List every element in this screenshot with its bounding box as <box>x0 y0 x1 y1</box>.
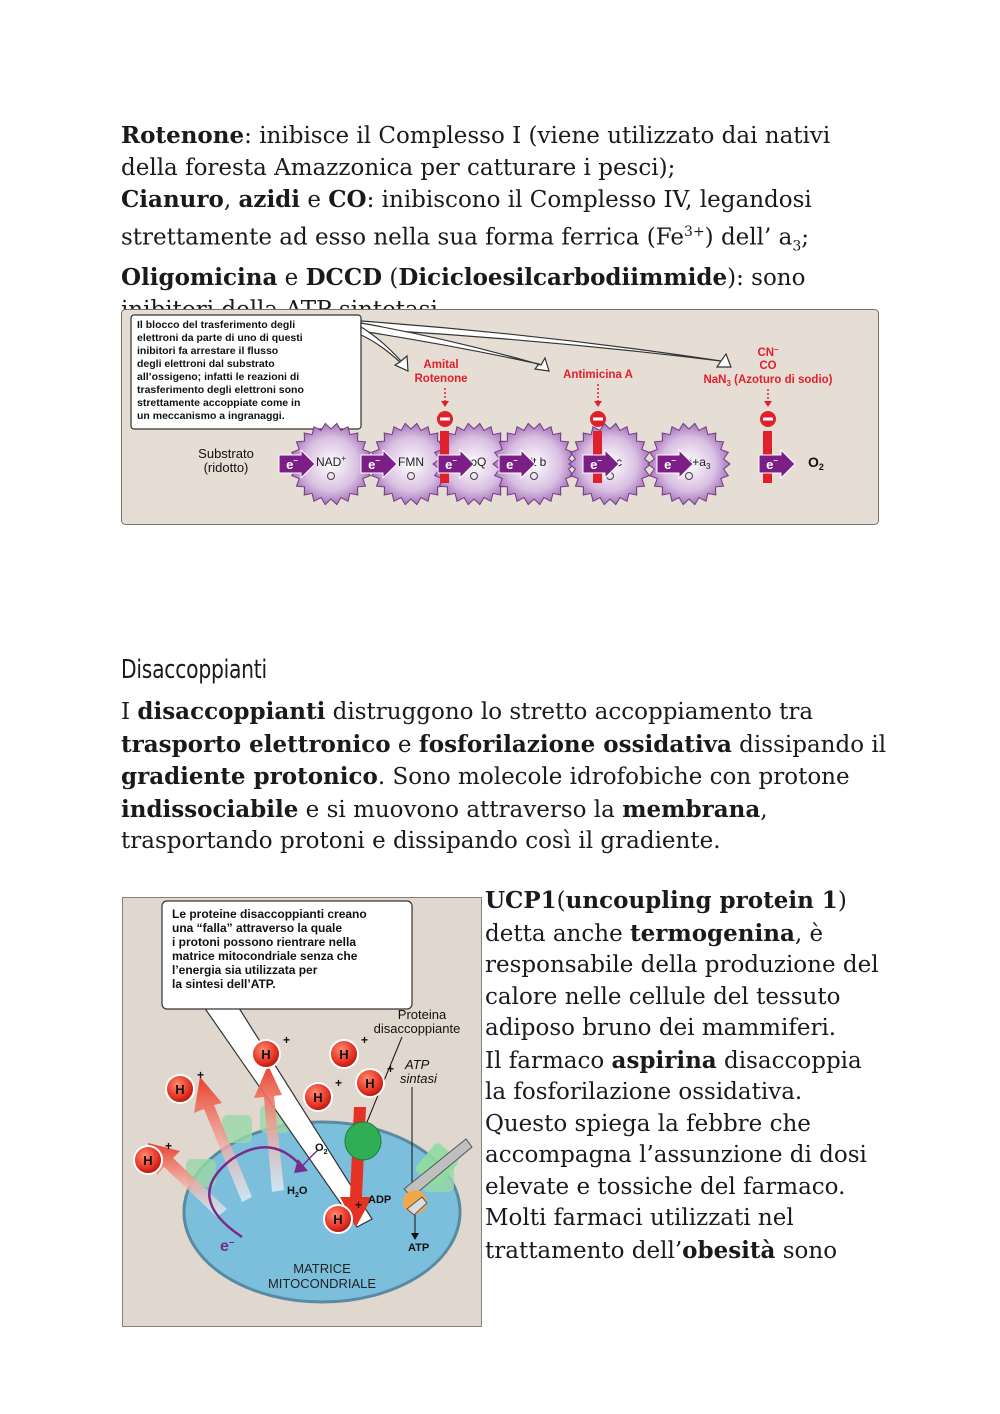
inhibitor-sodium-azide: NaN3 (Azoturo di sodio) <box>703 374 832 388</box>
callout2-line-4: matrice mitocondriale senza che <box>172 949 358 963</box>
gear-label-1: NAD+ <box>316 454 346 469</box>
svg-text:e–: e– <box>766 456 778 472</box>
callout-box-2: Le proteine disaccoppianti creano una “f… <box>161 900 413 1228</box>
svg-text:e–: e– <box>664 456 676 472</box>
h2o-label: H2O <box>287 1185 308 1199</box>
proton-1: H+ <box>165 1068 204 1104</box>
electron-arrow-3: e– <box>437 448 475 480</box>
svg-text:e–: e– <box>506 456 518 472</box>
svg-text:e–: e– <box>590 456 602 472</box>
electron-transport-gears-figure: Il blocco del trasferimento degli elettr… <box>121 309 879 525</box>
callout-box: Il blocco del trasferimento degli elettr… <box>130 314 732 430</box>
callout-line-7: strettamente accoppiate come in <box>137 397 300 409</box>
proton-group: H+H+H+H+H+H+H+ <box>133 1033 394 1234</box>
oxygen-label: O2 <box>808 454 824 472</box>
minus-markers <box>437 411 776 427</box>
atp-synthase-label-2: sintasi <box>400 1071 438 1086</box>
electron-arrow-1: e– <box>278 448 316 480</box>
matrix-label-1: MATRICE <box>293 1261 351 1276</box>
proton-5: H+ <box>303 1076 342 1112</box>
svg-text:e–: e– <box>445 456 457 472</box>
electron-arrow-5: e– <box>582 448 620 480</box>
svg-text:H: H <box>333 1212 342 1227</box>
svg-text:e–: e– <box>368 456 380 472</box>
gear-label-2: FMN <box>398 455 424 469</box>
svg-text:H: H <box>143 1153 152 1168</box>
term-co: CO <box>328 186 367 213</box>
o2-label: O2 <box>315 1142 328 1156</box>
atp-synthase-icon <box>403 1138 473 1216</box>
inhibitor-rotenone: Rotenone <box>414 373 467 385</box>
svg-text:H: H <box>261 1047 270 1062</box>
term-dccd: DCCD <box>305 264 383 292</box>
svg-text:H: H <box>365 1076 374 1091</box>
electron-label: e– <box>220 1237 235 1255</box>
substrate-label: Substrato <box>198 446 254 461</box>
matrix-label-2: MITOCONDRIALE <box>268 1276 376 1291</box>
callout2-line-1: Le proteine disaccoppianti creano <box>172 907 367 921</box>
atp-synthase-label-1: ATP <box>404 1057 430 1072</box>
callout2-line-3: i protoni possono rientrare nella <box>172 935 356 949</box>
inhibitors-paragraph: Rotenone: inibisce il Complesso I (viene… <box>121 122 831 323</box>
callout-line-2: elettroni da parte di uno di questi <box>137 332 303 344</box>
svg-text:+: + <box>387 1062 394 1076</box>
term-oligomicina: Oligomicina <box>121 264 278 292</box>
inhibitor-amital: Amital <box>423 359 458 371</box>
callout-line-4: degli elettroni dal substrato <box>137 358 275 370</box>
adp-label: ADP <box>368 1194 391 1206</box>
atp-label: ATP <box>408 1242 429 1254</box>
protein-label-1: Proteina <box>398 1007 447 1022</box>
electron-arrows: e– e– e– e– e– e– e– <box>278 448 796 480</box>
proton-4: H+ <box>329 1033 368 1069</box>
svg-text:+: + <box>165 1139 172 1153</box>
callout-line-5: all’ossigeno; infatti le reazioni di <box>137 371 299 383</box>
callout-line-8: un meccanismo a ingranaggi. <box>137 410 285 422</box>
callout-line-3: inibitori fa arrestare il flusso <box>137 345 278 357</box>
substrate-label-2: (ridotto) <box>204 460 249 475</box>
proton-6: H+ <box>355 1062 394 1098</box>
term-azidi: azidi <box>238 186 301 213</box>
mitochondrial-matrix <box>182 1120 462 1304</box>
ucp1-paragraph: UCP1(uncoupling protein 1) detta anche t… <box>485 887 879 1264</box>
electron-arrow-2: e– <box>360 448 398 480</box>
svg-text:+: + <box>355 1198 362 1212</box>
svg-text:H: H <box>175 1082 184 1097</box>
section-heading-disaccoppianti: Disaccoppianti <box>121 655 267 685</box>
svg-text:+: + <box>283 1033 290 1047</box>
proton-3: H+ <box>251 1033 290 1069</box>
electron-arrow-4: e– <box>498 448 536 480</box>
uncouplers-paragraph: I disaccoppianti distruggono lo stretto … <box>121 698 887 854</box>
uncoupling-protein <box>344 1121 382 1161</box>
inhibitor-cyanide: CN– <box>757 345 779 359</box>
callout-line-6: trasferimento degli elettroni sono <box>137 384 304 396</box>
svg-text:H: H <box>339 1047 348 1062</box>
inhibitor-co: CO <box>759 360 776 372</box>
term-rotenone: Rotenone <box>121 122 245 149</box>
callout2-line-5: l’energia sia utilizzata per <box>172 963 318 977</box>
callout-line-1: Il blocco del trasferimento degli <box>137 319 295 331</box>
term-dicicloesilcarbodiimmide: Dicicloesilcarbodiimmide <box>398 264 728 292</box>
electron-arrow-6: e– <box>656 448 694 480</box>
proton-2: H+ <box>133 1139 172 1175</box>
inhibitor-antimicina: Antimicina A <box>563 369 633 381</box>
uncoupling-protein-figure: Le proteine disaccoppianti creano una “f… <box>122 897 482 1327</box>
term-cianuro: Cianuro <box>121 186 224 213</box>
protein-label-2: disaccoppiante <box>374 1021 461 1036</box>
svg-text:e–: e– <box>286 456 298 472</box>
callout2-line-2: una “falla” attraverso la quale <box>172 921 342 935</box>
electron-arrow-7: e– <box>758 448 796 480</box>
svg-text:+: + <box>361 1033 368 1047</box>
svg-text:+: + <box>335 1076 342 1090</box>
svg-text:H: H <box>313 1090 322 1105</box>
proton-7: H+ <box>323 1198 362 1234</box>
svg-text:+: + <box>197 1068 204 1082</box>
callout2-line-6: la sintesi dell’ATP. <box>172 977 276 991</box>
